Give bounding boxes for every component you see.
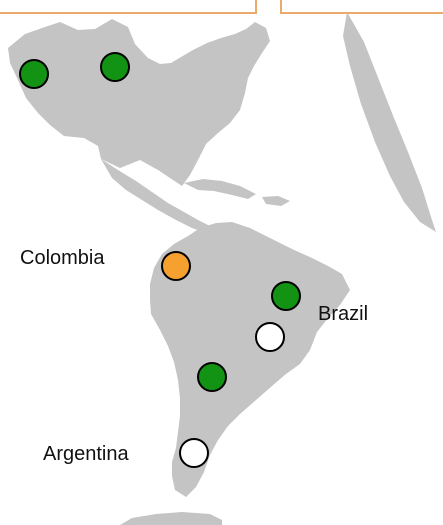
cuba-island [184, 179, 256, 199]
marker-na-west[interactable] [19, 59, 49, 89]
marker-argentina-south[interactable] [179, 438, 209, 468]
frame-left-segment [0, 0, 257, 14]
label-colombia: Colombia [20, 247, 105, 269]
marker-na-great-lakes[interactable] [100, 52, 130, 82]
central-america-landmass [101, 159, 210, 233]
marker-paraguay-area[interactable] [197, 362, 227, 392]
country-labels: Colombia Brazil Argentina [20, 247, 368, 465]
top-frame [0, 0, 443, 14]
frame-right-segment [280, 0, 443, 14]
hispaniola-island [262, 196, 290, 206]
marker-brazil-south[interactable] [255, 322, 285, 352]
marker-colombia[interactable] [161, 251, 191, 281]
label-argentina: Argentina [43, 443, 129, 465]
location-markers [19, 52, 301, 468]
southern-tip-landmass [120, 512, 222, 525]
marker-brazil-north[interactable] [271, 281, 301, 311]
greenland-landmass [343, 12, 436, 232]
north-america-landmass [8, 19, 270, 186]
label-brazil: Brazil [318, 303, 368, 325]
